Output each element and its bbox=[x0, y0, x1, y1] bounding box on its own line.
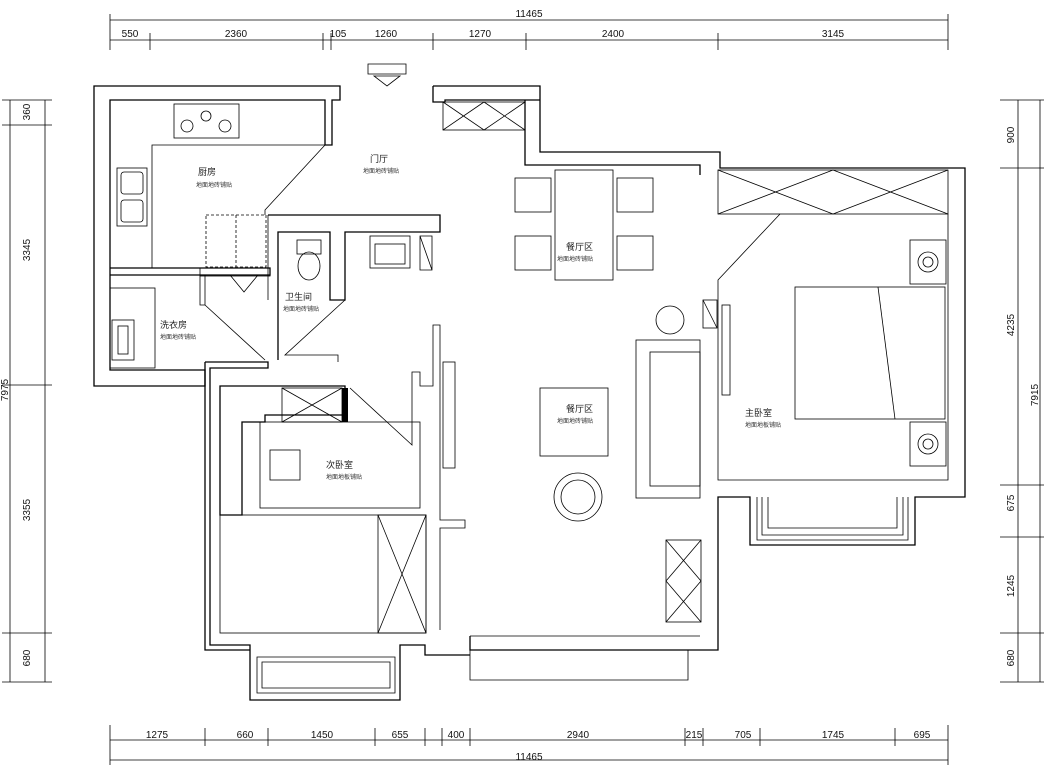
living-label: 餐厅区 bbox=[566, 403, 593, 415]
bottom-dimensions: 1275 660 1450 655 400 2940 215 705 1745 … bbox=[109, 725, 949, 765]
living-area: 餐厅区 地面地砖铺贴 bbox=[442, 339, 702, 681]
coffee-table-icon bbox=[539, 387, 609, 457]
dining-table-icon bbox=[554, 169, 614, 281]
nightstand-icon bbox=[269, 449, 301, 481]
kitchen-label: 厨房 bbox=[198, 166, 216, 178]
left-total-dim: 7975 bbox=[0, 378, 11, 401]
second-bedroom-floor: 地面地板铺贴 bbox=[326, 473, 362, 481]
bottom-dim-4: 655 bbox=[392, 730, 409, 741]
top-dim-1: 550 bbox=[122, 29, 139, 40]
kitchen-floor: 地面地砖铺贴 bbox=[196, 181, 232, 189]
shoe-cabinet-icon bbox=[665, 539, 702, 623]
master-bedroom-floor: 地面地板铺贴 bbox=[745, 421, 781, 429]
entrance-label: 门厅 bbox=[370, 153, 388, 165]
laundry-label: 洗衣房 bbox=[160, 319, 187, 331]
second-bedroom: 次卧室 地面地板铺贴 bbox=[219, 324, 466, 694]
tv-cabinet-icon bbox=[442, 361, 456, 469]
toilet-icon bbox=[297, 251, 321, 281]
top-dim-4: 1260 bbox=[375, 29, 398, 40]
outer-walls bbox=[93, 63, 966, 701]
entrance-floor: 地面地砖铺贴 bbox=[363, 167, 399, 175]
right-dim-1: 900 bbox=[1006, 126, 1017, 143]
left-dim-1: 360 bbox=[22, 103, 33, 120]
bottom-dim-5: 400 bbox=[448, 730, 465, 741]
bottom-dim-3: 1450 bbox=[311, 730, 334, 741]
bottom-total-dim: 11465 bbox=[515, 752, 543, 763]
toilet-tank-icon bbox=[296, 239, 322, 255]
top-dim-5: 1270 bbox=[469, 29, 492, 40]
top-dim-3: 105 bbox=[330, 29, 347, 40]
armchair-icon bbox=[553, 472, 603, 522]
dining-floor: 地面地砖铺贴 bbox=[557, 255, 593, 263]
bathroom: 卫生间 地面地砖铺贴 bbox=[229, 214, 441, 362]
top-dimensions: 11465 550 2360 105 1260 1270 2400 3145 bbox=[109, 9, 949, 50]
kitchen: 厨房 地面地砖铺贴 bbox=[110, 99, 326, 269]
dining-label: 餐厅区 bbox=[566, 241, 593, 253]
bottom-dim-6: 2940 bbox=[567, 730, 590, 741]
bottom-dim-1: 1275 bbox=[146, 730, 169, 741]
chair-icon bbox=[514, 177, 552, 213]
basin-icon bbox=[369, 235, 411, 269]
master-bed-icon bbox=[794, 286, 946, 420]
bottom-dim-2: 660 bbox=[237, 730, 254, 741]
bathroom-floor: 地面地砖铺贴 bbox=[283, 305, 319, 313]
right-total-dim: 7915 bbox=[1030, 383, 1041, 406]
right-dimensions: 900 4235 675 1245 680 7915 bbox=[1000, 99, 1044, 683]
cabinet-icon bbox=[442, 101, 526, 131]
entrance: 门厅 地面地砖铺贴 bbox=[264, 144, 399, 215]
left-dim-3: 3355 bbox=[22, 498, 33, 521]
sofa-icon bbox=[635, 339, 701, 499]
living-floor: 地面地砖铺贴 bbox=[557, 417, 593, 425]
left-dim-4: 680 bbox=[22, 649, 33, 666]
laundry-floor: 地面地砖铺贴 bbox=[160, 333, 196, 341]
chair-icon bbox=[616, 177, 654, 213]
dining-area: 餐厅区 地面地砖铺贴 bbox=[442, 101, 685, 335]
stove-icon bbox=[173, 103, 240, 139]
right-dim-3: 675 bbox=[1006, 494, 1017, 511]
top-total-dim: 11465 bbox=[515, 9, 543, 20]
bottom-dim-8: 705 bbox=[735, 730, 752, 741]
bottom-dim-10: 695 bbox=[914, 730, 931, 741]
top-dim-6: 2400 bbox=[602, 29, 625, 40]
sink-icon bbox=[116, 167, 148, 227]
right-dim-5: 680 bbox=[1006, 649, 1017, 666]
second-bedroom-label: 次卧室 bbox=[326, 459, 353, 471]
lamp-icon bbox=[909, 421, 947, 467]
bottom-dim-7: 215 bbox=[686, 730, 703, 741]
master-wardrobe-icon bbox=[717, 169, 949, 215]
master-bedroom-label: 主卧室 bbox=[745, 407, 772, 419]
master-bedroom: 主卧室 地面地板铺贴 bbox=[702, 169, 949, 541]
left-dim-2: 3345 bbox=[22, 238, 33, 261]
chair-icon bbox=[616, 235, 654, 271]
plant-icon bbox=[655, 305, 685, 335]
right-dim-2: 4235 bbox=[1006, 313, 1017, 336]
lamp-icon bbox=[909, 239, 947, 285]
right-dim-4: 1245 bbox=[1006, 574, 1017, 597]
bottom-dim-9: 1745 bbox=[822, 730, 845, 741]
top-dim-7: 3145 bbox=[822, 29, 845, 40]
top-dim-2: 2360 bbox=[225, 29, 248, 40]
bathroom-label: 卫生间 bbox=[285, 291, 312, 303]
laundry: 洗衣房 地面地砖铺贴 bbox=[109, 267, 271, 369]
chair-icon bbox=[514, 235, 552, 271]
left-dimensions: 360 3345 3355 680 7975 bbox=[0, 99, 52, 683]
washer-icon bbox=[111, 319, 135, 361]
bed-icon bbox=[219, 514, 427, 634]
